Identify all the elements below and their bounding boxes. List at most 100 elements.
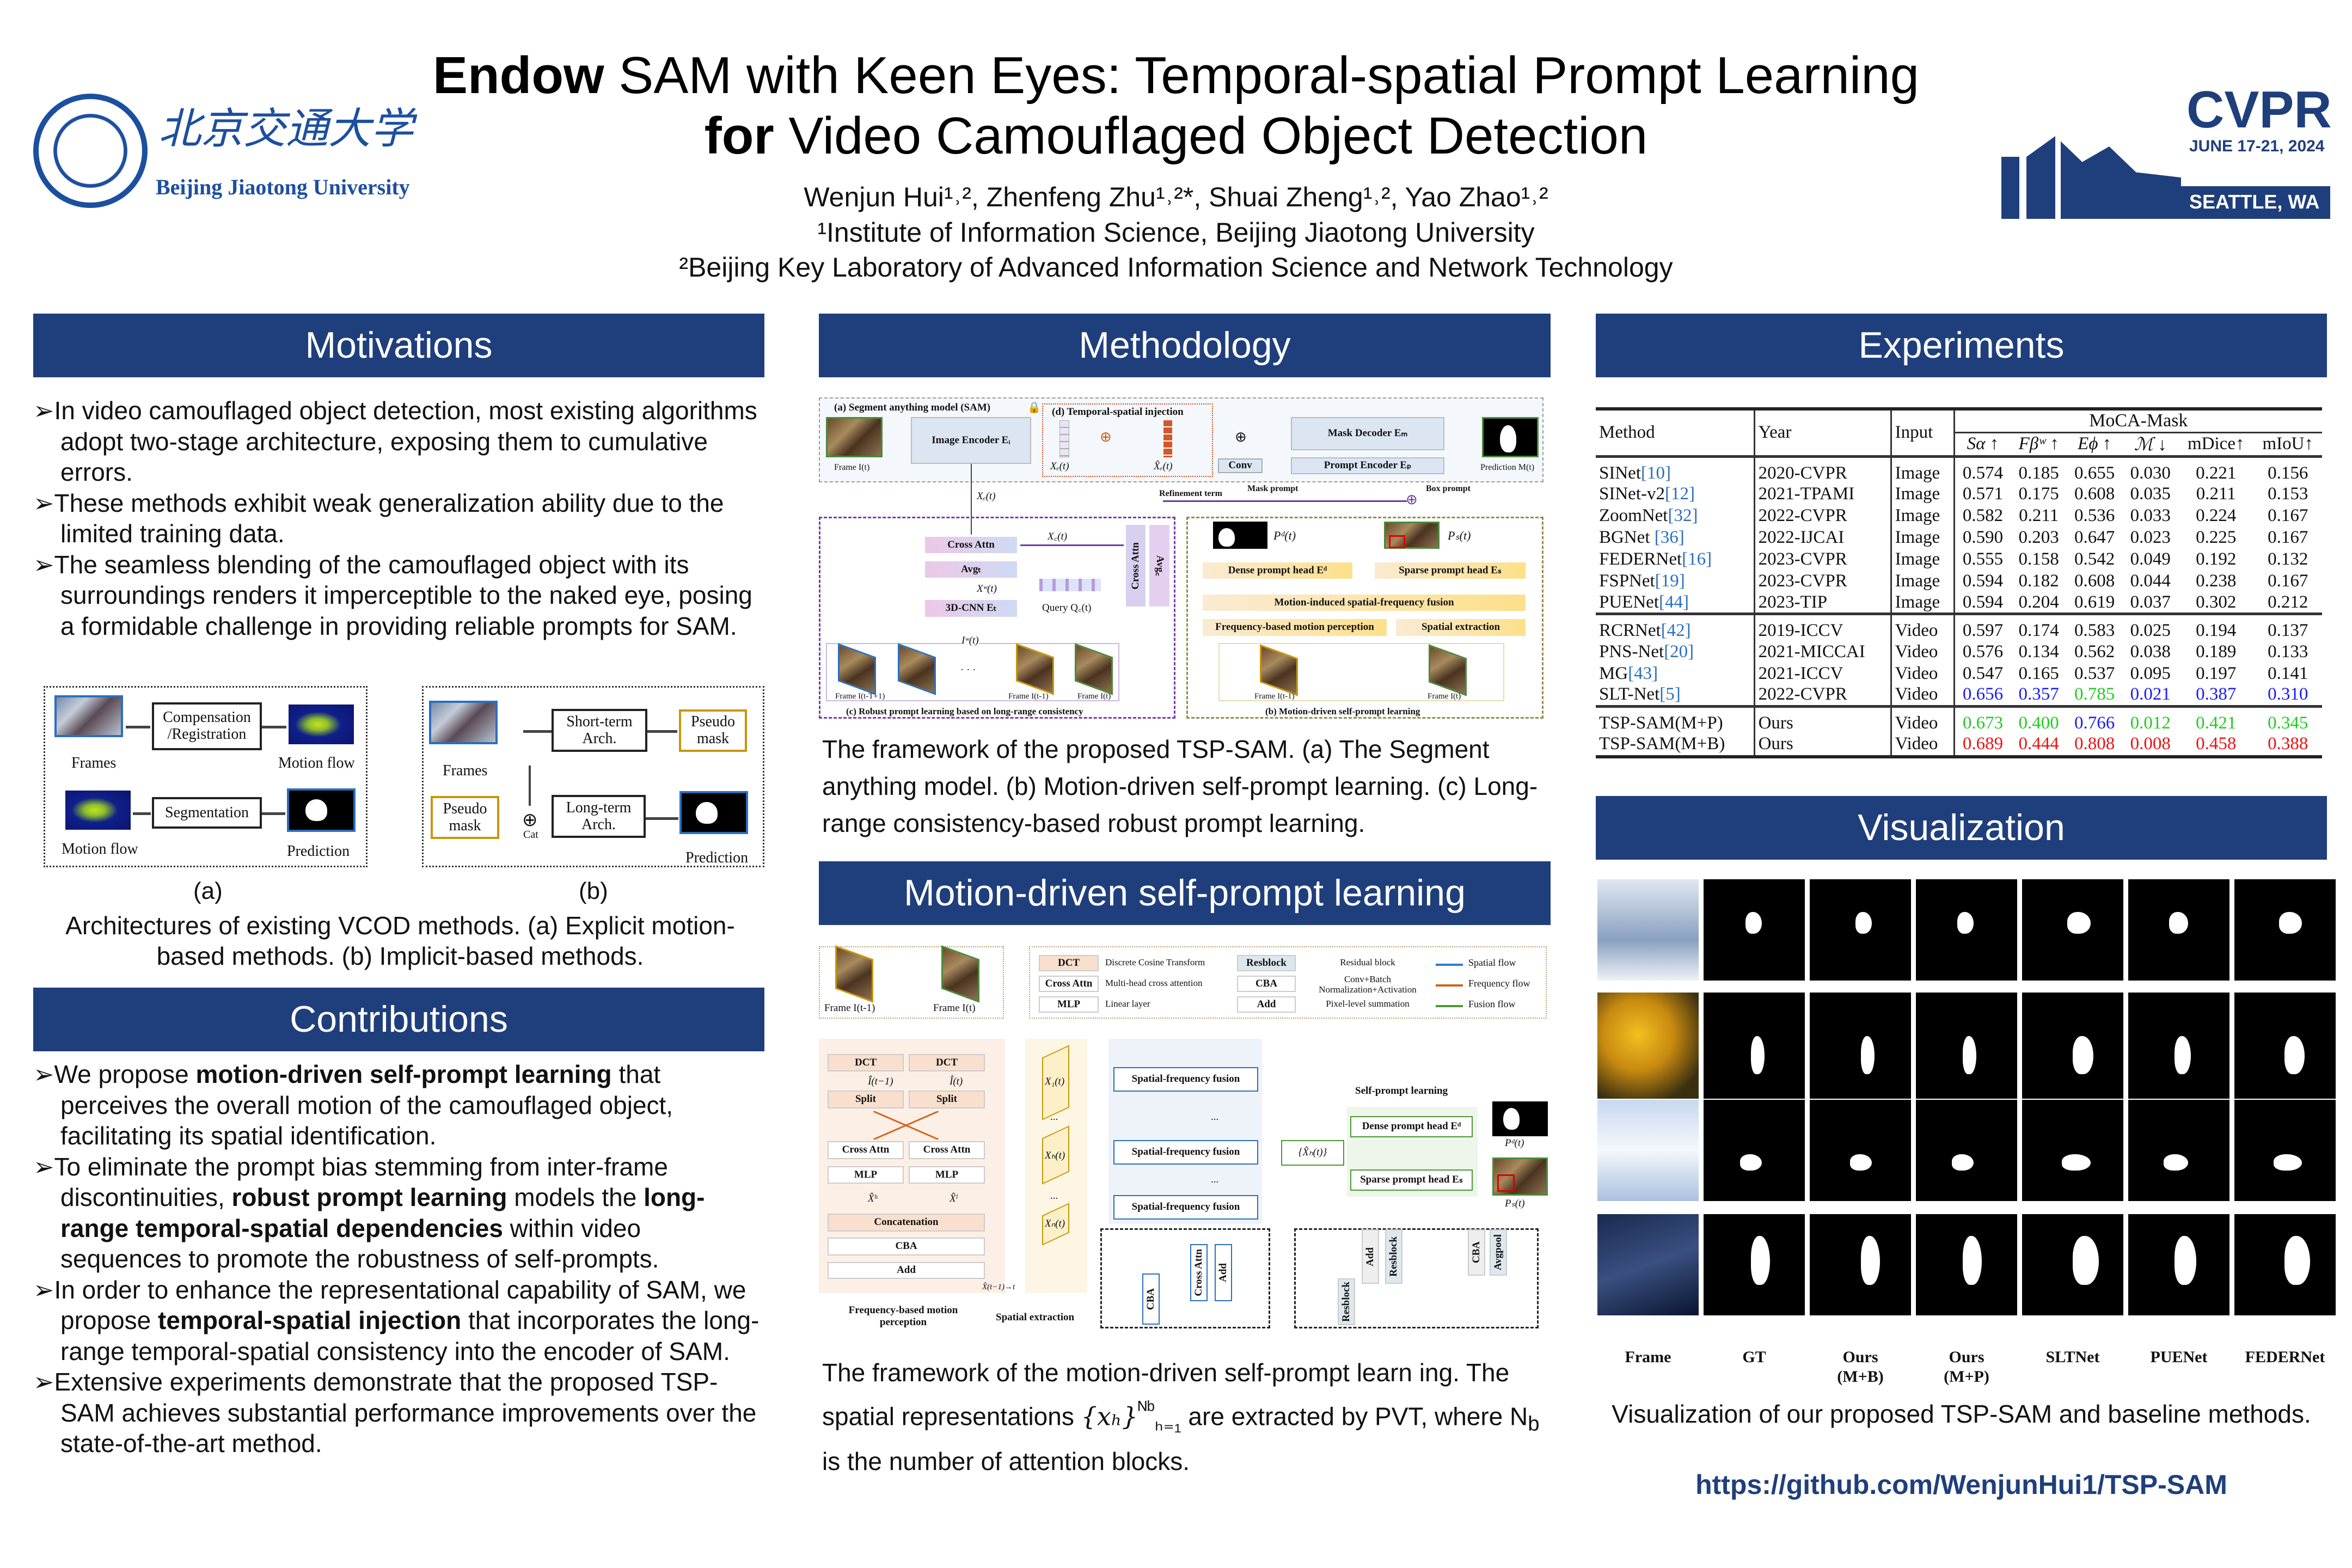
metric-value: 0.458 — [2196, 734, 2237, 754]
xnb-label: Xₙ(t) — [1045, 1218, 1065, 1229]
metric-value: 0.555 — [1962, 549, 2004, 569]
concat-icon: ⊕ — [522, 810, 538, 830]
metric-value: 0.302 — [2196, 592, 2237, 612]
metric-value: 0.537 — [2074, 663, 2115, 683]
xe-hat-label: X̂ₑ(t) — [1154, 461, 1173, 472]
method-ref[interactable]: [32] — [1668, 506, 1698, 525]
metric-value: 0.766 — [2074, 713, 2115, 733]
metric-value: 0.388 — [2268, 734, 2308, 754]
cross-attn-box: Cross Attn — [925, 537, 1017, 553]
metric-value: 0.387 — [2196, 684, 2237, 705]
legend-description: Pixel-level summation — [1326, 999, 1410, 1009]
mask-image — [1916, 879, 2017, 981]
mask-blob — [1952, 1154, 1974, 1171]
metric-value: 0.137 — [2268, 621, 2308, 640]
input-cell: Video — [1891, 641, 1955, 663]
year-cell: 2020-CVPR — [1754, 456, 1892, 483]
method-ref[interactable]: [42] — [1661, 621, 1691, 640]
year-cell: Ours — [1754, 733, 1892, 755]
method-cell: ZoomNet[32] — [1596, 505, 1755, 527]
xl-label: X̂ˡ — [950, 1193, 958, 1204]
metric-value: 0.571 — [1962, 484, 2004, 504]
method-ref[interactable]: [36] — [1654, 528, 1685, 547]
metric-value: 0.182 — [2018, 571, 2059, 591]
metric-value: 0.689 — [1962, 734, 2004, 754]
contributions-header: Contributions — [33, 988, 764, 1051]
input-cell: Image — [1891, 548, 1955, 571]
arrow — [262, 726, 286, 728]
method-ref[interactable]: [16] — [1682, 549, 1712, 569]
legend-dct-swatch: DCT — [1039, 955, 1099, 971]
metric-value: 0.673 — [1962, 713, 2004, 733]
image-encoder-box: Image Encoder Eᵢ — [911, 417, 1031, 464]
mask-image — [2022, 1214, 2123, 1315]
year-cell: 2021-ICCV — [1754, 663, 1892, 684]
metric-value: 0.158 — [2018, 549, 2059, 569]
dense-prompt-head-box: Dense prompt head Eᵈ — [1203, 562, 1352, 579]
legend-description: Multi-head cross attention — [1105, 978, 1203, 988]
metric-value: 0.444 — [2018, 734, 2059, 754]
avgpool-box: Avgpool — [1490, 1229, 1507, 1276]
method-name: TSP-SAM(M+B) — [1599, 734, 1725, 754]
3d-cnn-box: 3D-CNN Eₜ — [925, 600, 1017, 617]
mask-image — [1916, 1100, 2017, 1201]
university-seal-icon — [33, 94, 148, 208]
mlp-box: MLP — [828, 1166, 904, 1184]
method-ref[interactable]: [12] — [1664, 484, 1695, 504]
mask-blob — [1957, 912, 1974, 934]
mask-blob — [2169, 912, 2188, 934]
metric-value: 0.808 — [2074, 734, 2115, 754]
frame-label: Frame I(t) — [933, 1002, 976, 1014]
metric-value: 0.134 — [2018, 641, 2059, 661]
input-cell: Image — [1891, 592, 1955, 614]
method-ref[interactable]: [5] — [1659, 684, 1681, 705]
contribution-item: ➢We propose motion-driven self-prompt le… — [33, 1059, 764, 1152]
method-name: PNS-Net — [1599, 641, 1664, 661]
metric-value: 0.038 — [2130, 641, 2171, 661]
year-cell: Ours — [1754, 706, 1892, 733]
github-link[interactable]: https://github.com/WenjunHui1/TSP-SAM — [1695, 1469, 2227, 1500]
flow-label: Fusion flow — [1468, 999, 1516, 1009]
resblock-label: Resblock — [1340, 1282, 1352, 1322]
metric-value: 0.221 — [2196, 463, 2237, 483]
input-cell: Image — [1891, 526, 1955, 549]
method-ref[interactable]: [19] — [1655, 571, 1685, 591]
metric-header: Eϕ ↑ — [2078, 434, 2112, 454]
affiliation-2: ²Beijing Key Laboratory of Advanced Info… — [679, 252, 1673, 283]
method-ref[interactable]: [43] — [1628, 663, 1658, 683]
figure-label-b: (b) — [579, 878, 608, 904]
mask-image — [2128, 879, 2230, 981]
prediction-label: Prediction — [287, 843, 350, 860]
figure-caption: Architectures of existing VCOD methods. … — [65, 911, 735, 970]
metric-value: 0.185 — [2018, 463, 2059, 483]
metric-value: 0.224 — [2196, 506, 2237, 525]
method-ref[interactable]: [20] — [1664, 641, 1694, 661]
metric-value: 0.655 — [2074, 463, 2115, 483]
cross-attn-vertical-label: Cross Attn — [1129, 542, 1141, 590]
metric-value: 0.167 — [2268, 528, 2308, 547]
column-header: Year — [1754, 411, 1892, 456]
frequency-motion-box: Frequency-based motion perception — [1203, 619, 1387, 636]
frequency-perception-label: Frequency-based motion perception — [848, 1304, 958, 1328]
frame-image — [1597, 993, 1699, 1099]
mask-blob — [1751, 1036, 1765, 1074]
caption-text: is the number of attention blocks. — [822, 1447, 1190, 1475]
method-ref[interactable]: [10] — [1641, 463, 1671, 483]
university-logo: 北京交通大学 Beijing Jiaotong University — [33, 94, 420, 208]
operator-plus-icon: ⊕ — [1100, 429, 1112, 445]
spatial-frequency-fusion-box: Motion-induced spatial-frequency fusion — [1203, 595, 1526, 611]
method-name: PUENet — [1599, 592, 1659, 612]
arrow — [523, 730, 552, 733]
method-ref[interactable]: [44] — [1659, 592, 1689, 612]
resblock-box: Resblock — [1338, 1278, 1355, 1325]
metric-value: 0.049 — [2130, 549, 2171, 569]
flow-arrow-icon — [1436, 1005, 1463, 1007]
concatenation-box: Concatenation — [828, 1214, 985, 1232]
ellipsis: ... — [1211, 1174, 1219, 1185]
metric-value: 0.656 — [1962, 684, 2004, 705]
input-cell: Image — [1891, 505, 1955, 527]
